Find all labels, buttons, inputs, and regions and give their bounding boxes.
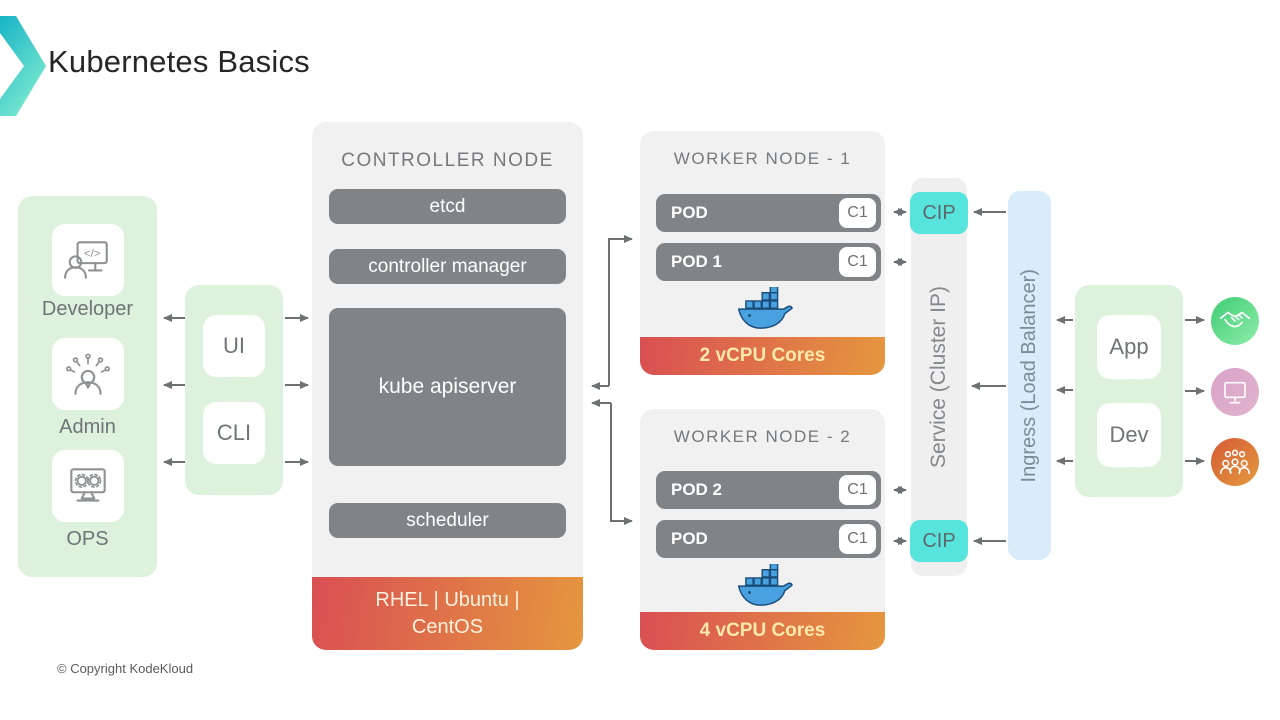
ingress-bar-label: Ingress (Load Balancer) xyxy=(1018,268,1040,483)
wn2-pod-2-container-badge: C1 xyxy=(839,524,876,554)
worker-node-2: WORKER NODE - 2 POD 2 C1 POD C1 4 vCPU C… xyxy=(640,409,885,650)
team-icon xyxy=(1220,449,1250,475)
admin-icon xyxy=(66,353,110,395)
endpoint-handshake xyxy=(1211,297,1259,345)
ingress-load-balancer-bar: Ingress (Load Balancer) xyxy=(1008,191,1051,560)
wn2-cpu-label: 4 vCPU Cores xyxy=(699,620,826,641)
cli-tile: CLI xyxy=(203,402,265,464)
wn1-pod-row-2: POD 1 C1 xyxy=(656,243,881,281)
admin-tile xyxy=(52,338,124,410)
app-tile: App xyxy=(1097,315,1161,379)
page-title: Kubernetes Basics xyxy=(48,44,310,79)
wn2-cpu-bar: 4 vCPU Cores xyxy=(640,612,885,650)
cip-box-bottom: CIP xyxy=(910,520,968,562)
developer-tile: </> xyxy=(52,224,124,296)
arrow-apiserver-to-wn1 xyxy=(608,235,633,386)
wn2-pod-row-2: POD C1 xyxy=(656,520,881,558)
wn1-cpu-bar: 2 vCPU Cores xyxy=(640,337,885,375)
copyright-text: © Copyright KodeKloud xyxy=(57,661,194,676)
docker-icon xyxy=(737,287,793,329)
wn1-pod-1-container-badge: C1 xyxy=(839,198,876,228)
wn2-pod-1-container-badge: C1 xyxy=(839,475,876,505)
kube-apiserver-box: kube apiserver xyxy=(329,308,566,466)
docker-icon xyxy=(737,564,793,606)
ui-label: UI xyxy=(223,333,245,358)
service-bar-label: Service (Cluster IP) xyxy=(927,285,950,469)
controller-node-title: CONTROLLER NODE xyxy=(341,150,554,171)
developer-label: Developer xyxy=(41,298,134,320)
admin-label: Admin xyxy=(59,416,116,438)
cli-label: CLI xyxy=(216,420,252,445)
wn2-pod-2-name: POD xyxy=(671,529,708,548)
access-panel: UI CLI xyxy=(185,285,283,495)
controller-manager-box: controller manager xyxy=(329,249,566,284)
ops-tile xyxy=(52,450,124,522)
endpoint-team xyxy=(1211,438,1259,486)
scheduler-box: scheduler xyxy=(329,503,566,538)
controller-node: CONTROLLER NODE etcd controller manager … xyxy=(312,122,583,650)
monitor-icon xyxy=(1224,381,1246,404)
worker-node-1: WORKER NODE - 1 POD C1 POD 1 C1 2 vCPU C… xyxy=(640,131,885,375)
os-bar-label: RHEL | Ubuntu | CentOS xyxy=(375,588,520,638)
worker-node-2-title: WORKER NODE - 2 xyxy=(673,427,852,446)
dev-tile: Dev xyxy=(1097,403,1161,467)
svg-text:</>: </> xyxy=(84,248,101,260)
developer-icon: </> xyxy=(64,241,108,279)
endpoint-monitor xyxy=(1211,368,1259,416)
wn2-pod-1-name: POD 2 xyxy=(671,480,723,499)
clients-panel: App Dev xyxy=(1075,285,1183,497)
handshake-icon xyxy=(1219,311,1251,328)
dev-label: Dev xyxy=(1109,422,1149,447)
wn1-pod-1-name: POD xyxy=(671,203,708,222)
controller-os-bar: RHEL | Ubuntu | CentOS xyxy=(312,577,583,650)
kodekloud-chevron-logo xyxy=(0,16,46,116)
service-cluster-ip-bar: Service (Cluster IP) xyxy=(911,178,967,576)
users-panel: </> Developer Admin xyxy=(18,196,157,577)
worker-node-1-title: WORKER NODE - 1 xyxy=(673,149,852,168)
ops-icon xyxy=(70,468,106,502)
wn1-pod-row-1: POD C1 xyxy=(656,194,881,232)
ui-tile: UI xyxy=(203,315,265,377)
ops-label: OPS xyxy=(66,528,109,550)
wn1-cpu-label: 2 vCPU Cores xyxy=(699,345,826,366)
wn1-pod-2-name: POD 1 xyxy=(671,252,723,271)
cip-box-top: CIP xyxy=(910,192,968,234)
arrow-apiserver-to-wn2 xyxy=(610,403,633,525)
wn2-pod-row-1: POD 2 C1 xyxy=(656,471,881,509)
app-label: App xyxy=(1109,334,1149,359)
wn1-pod-2-container-badge: C1 xyxy=(839,247,876,277)
etcd-box: etcd xyxy=(329,189,566,224)
